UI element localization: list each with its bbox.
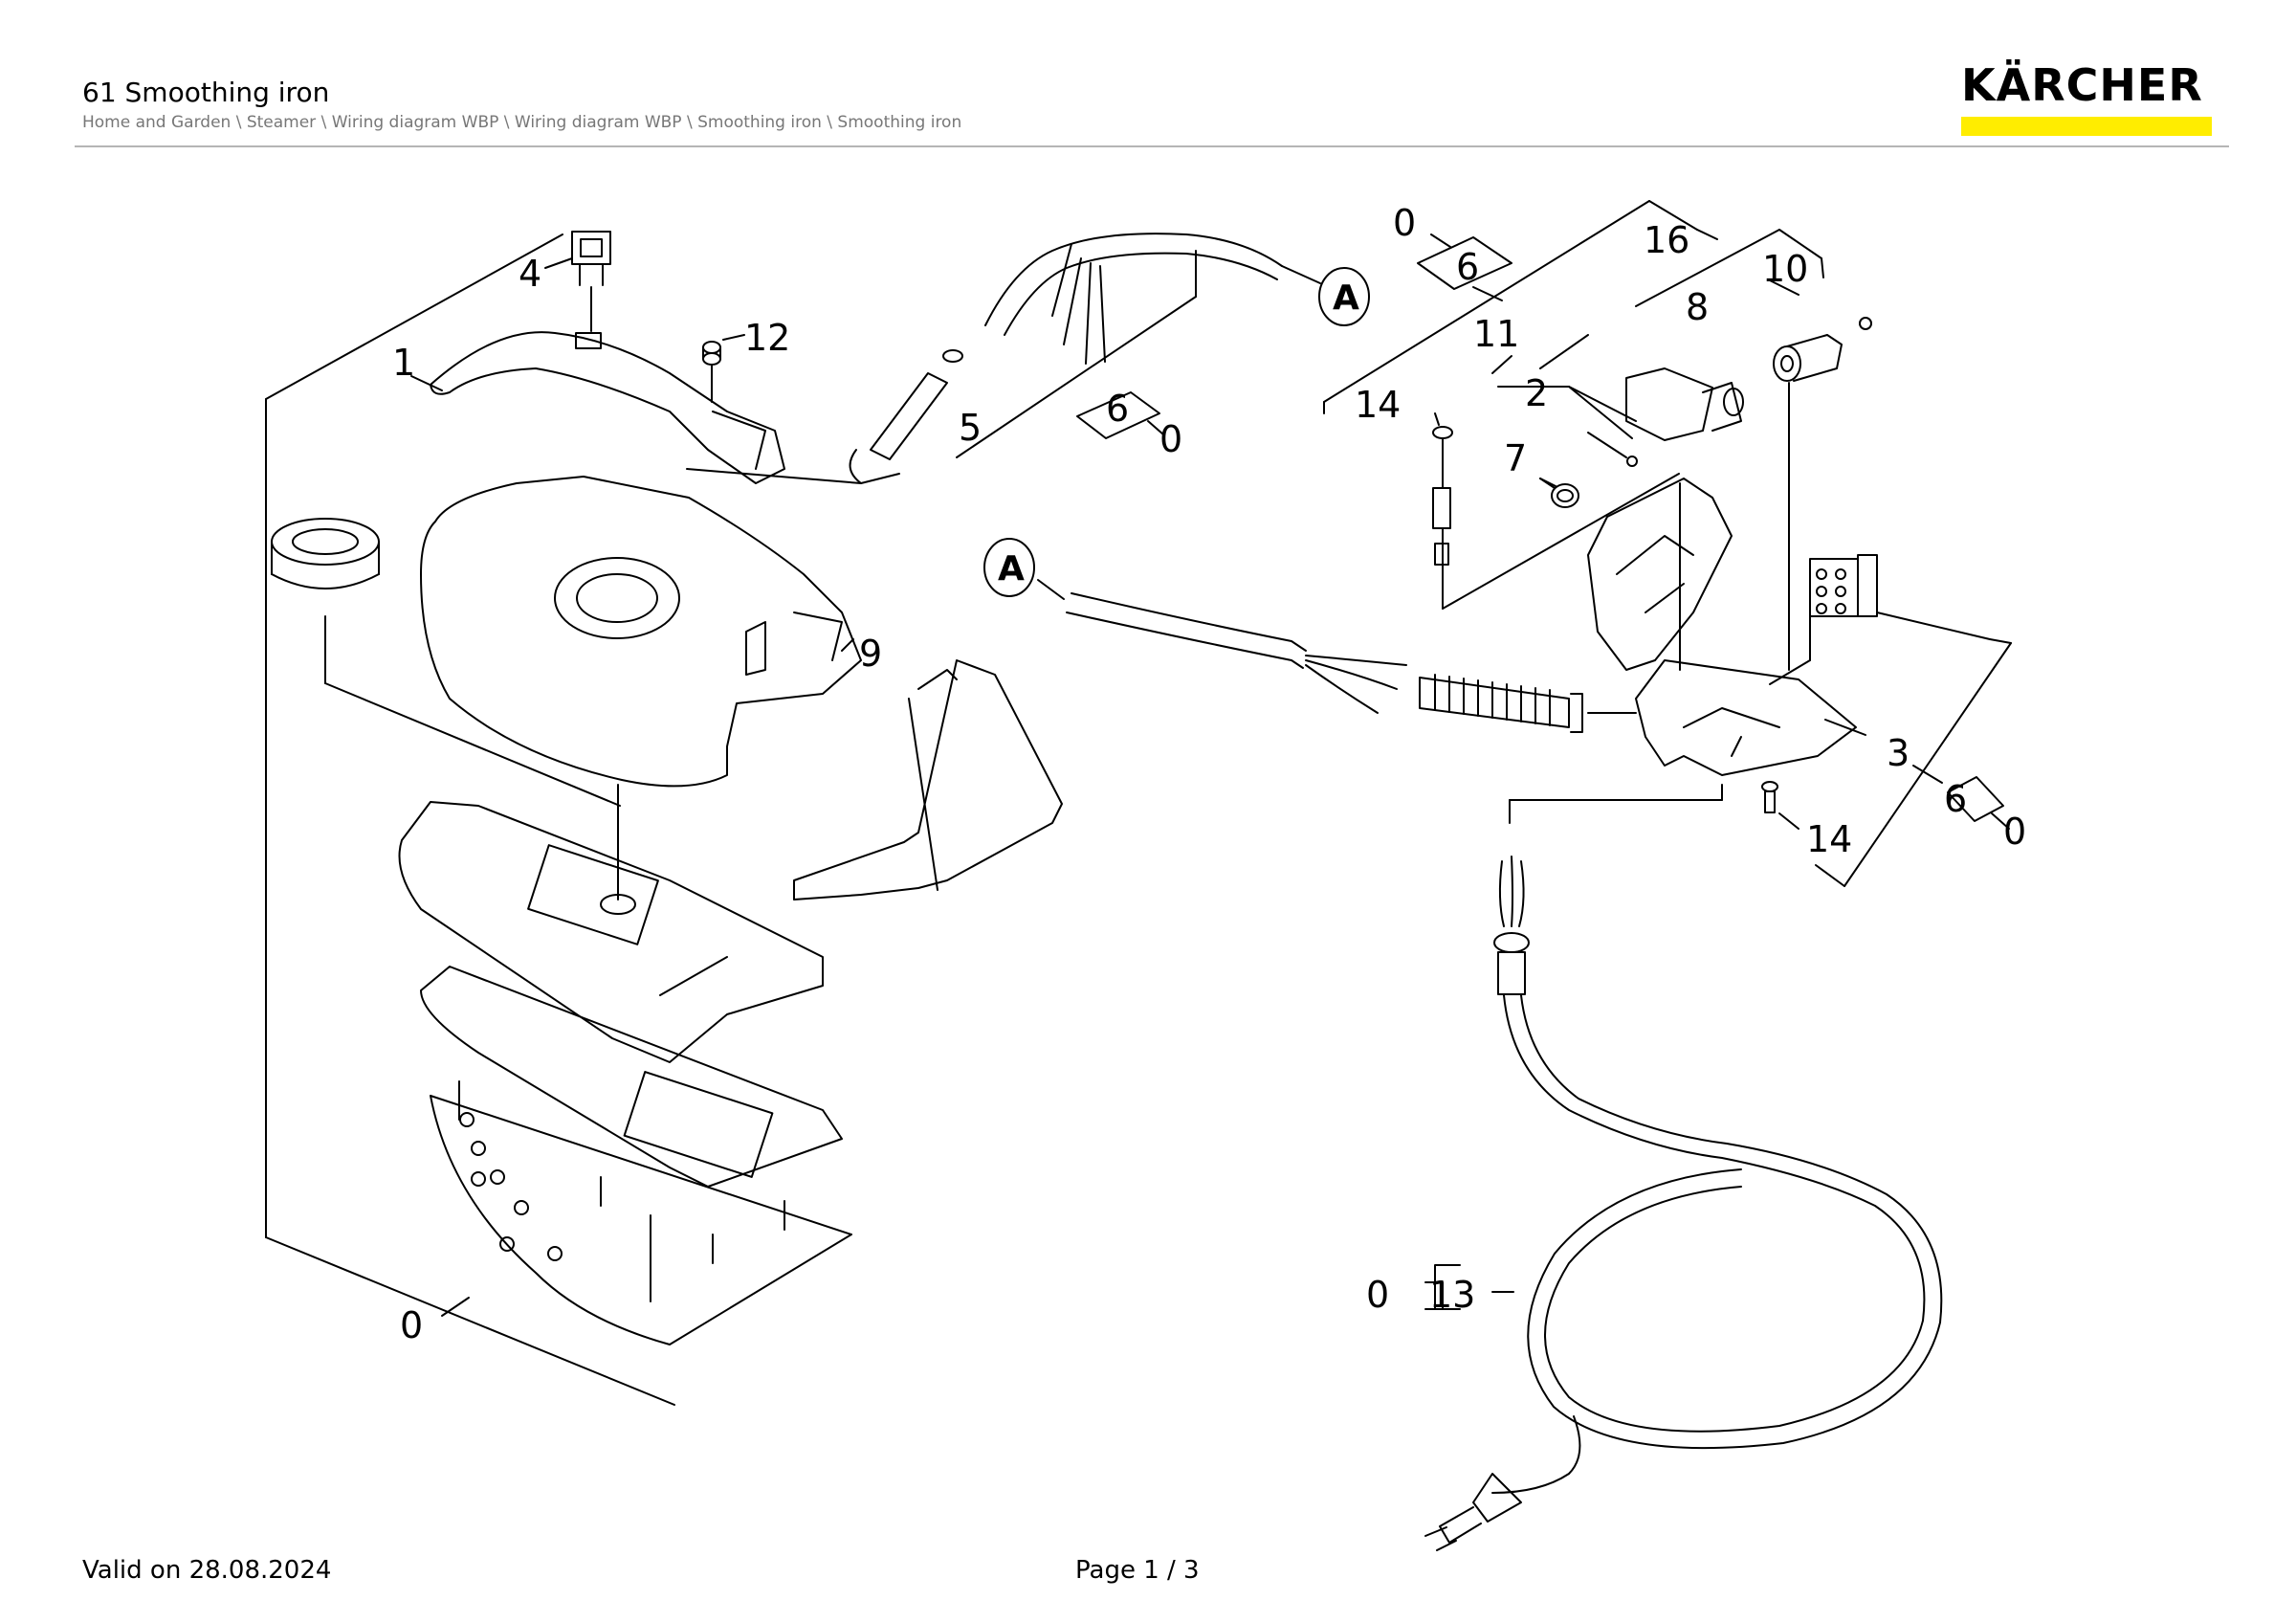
callout-2: 2 [1525, 372, 1548, 414]
header-divider [75, 145, 2229, 147]
callout-3: 3 [1887, 732, 1910, 774]
karcher-logo: KÄRCHER [1961, 63, 2212, 136]
small-cap-part [702, 334, 745, 403]
temperature-knob-part [271, 518, 621, 807]
cable-middle-part [983, 538, 1407, 714]
callout-0-cord: 0 [1366, 1274, 1389, 1316]
handle-top-part [410, 331, 785, 484]
callout-leader-lines [1323, 200, 1824, 610]
connector-housing-part [1587, 382, 1857, 776]
breadcrumb: Home and Garden \ Steamer \ Wiring diagr… [82, 113, 962, 132]
callout-0-right: 0 [2003, 811, 2026, 853]
callout-9: 9 [859, 633, 882, 675]
callout-4: 4 [519, 253, 541, 295]
callout-6-0-box-middle [1076, 391, 1164, 439]
leader-0-left [441, 1297, 470, 1317]
callout-5: 5 [959, 407, 982, 449]
callout-14-bottom: 14 [1806, 818, 1852, 860]
small-lead-line [686, 468, 862, 484]
callout-1: 1 [392, 342, 415, 384]
callout-7: 7 [1504, 437, 1527, 479]
callout-6-top: 6 [1456, 246, 1479, 288]
screw-part [1432, 426, 1453, 566]
callout-0-left: 0 [400, 1304, 423, 1346]
page-title: 61 Smoothing iron [82, 77, 330, 108]
rocker-switch-part [544, 231, 611, 349]
iron-stand-part [793, 659, 1063, 900]
callout-6-right: 6 [1944, 778, 1967, 820]
power-cord-part [1424, 784, 1943, 1551]
right-assembly-frame [1815, 611, 2012, 887]
callout-10: 10 [1762, 248, 1808, 290]
valid-date: Valid on 28.08.2024 [82, 1556, 332, 1585]
leader-to-connector-a-top [1281, 265, 1321, 284]
callout-8: 8 [1686, 286, 1709, 328]
left-assembly-frame [265, 233, 675, 1406]
terminal-block-part [1769, 554, 1878, 685]
page-number: Page 1 / 3 [1075, 1556, 1200, 1585]
callout-12: 12 [744, 317, 790, 359]
nozzle-part [1773, 317, 1872, 382]
heating-plate-part [420, 966, 843, 1188]
callout-6-middle: 6 [1106, 388, 1129, 430]
connector-a-top [1318, 267, 1370, 326]
cable-grommet-part [849, 233, 1283, 484]
callout-0-middle: 0 [1159, 418, 1182, 460]
callout-6-0-box-right [1947, 776, 2010, 830]
callout-11: 11 [1473, 313, 1519, 355]
callout-14-top: 14 [1355, 384, 1401, 426]
soleplate-part [430, 1080, 852, 1345]
spring-coil-part [1419, 674, 1637, 733]
callout-16: 16 [1644, 219, 1689, 261]
logo-wordmark: KÄRCHER [1961, 59, 2203, 111]
callout-13: 13 [1429, 1274, 1475, 1316]
heating-body-part [398, 784, 824, 1063]
logo-yellow-bar [1961, 117, 2212, 136]
connector-a-label-top: A [1333, 278, 1359, 318]
callout-0-top: 0 [1393, 202, 1416, 244]
screw-bottom-part [1761, 781, 1799, 830]
solenoid-valve-part [1587, 367, 1744, 467]
connector-a-label-middle: A [998, 549, 1025, 589]
cable-clamp-part [1539, 478, 1579, 508]
iron-housing-shell [420, 476, 862, 788]
